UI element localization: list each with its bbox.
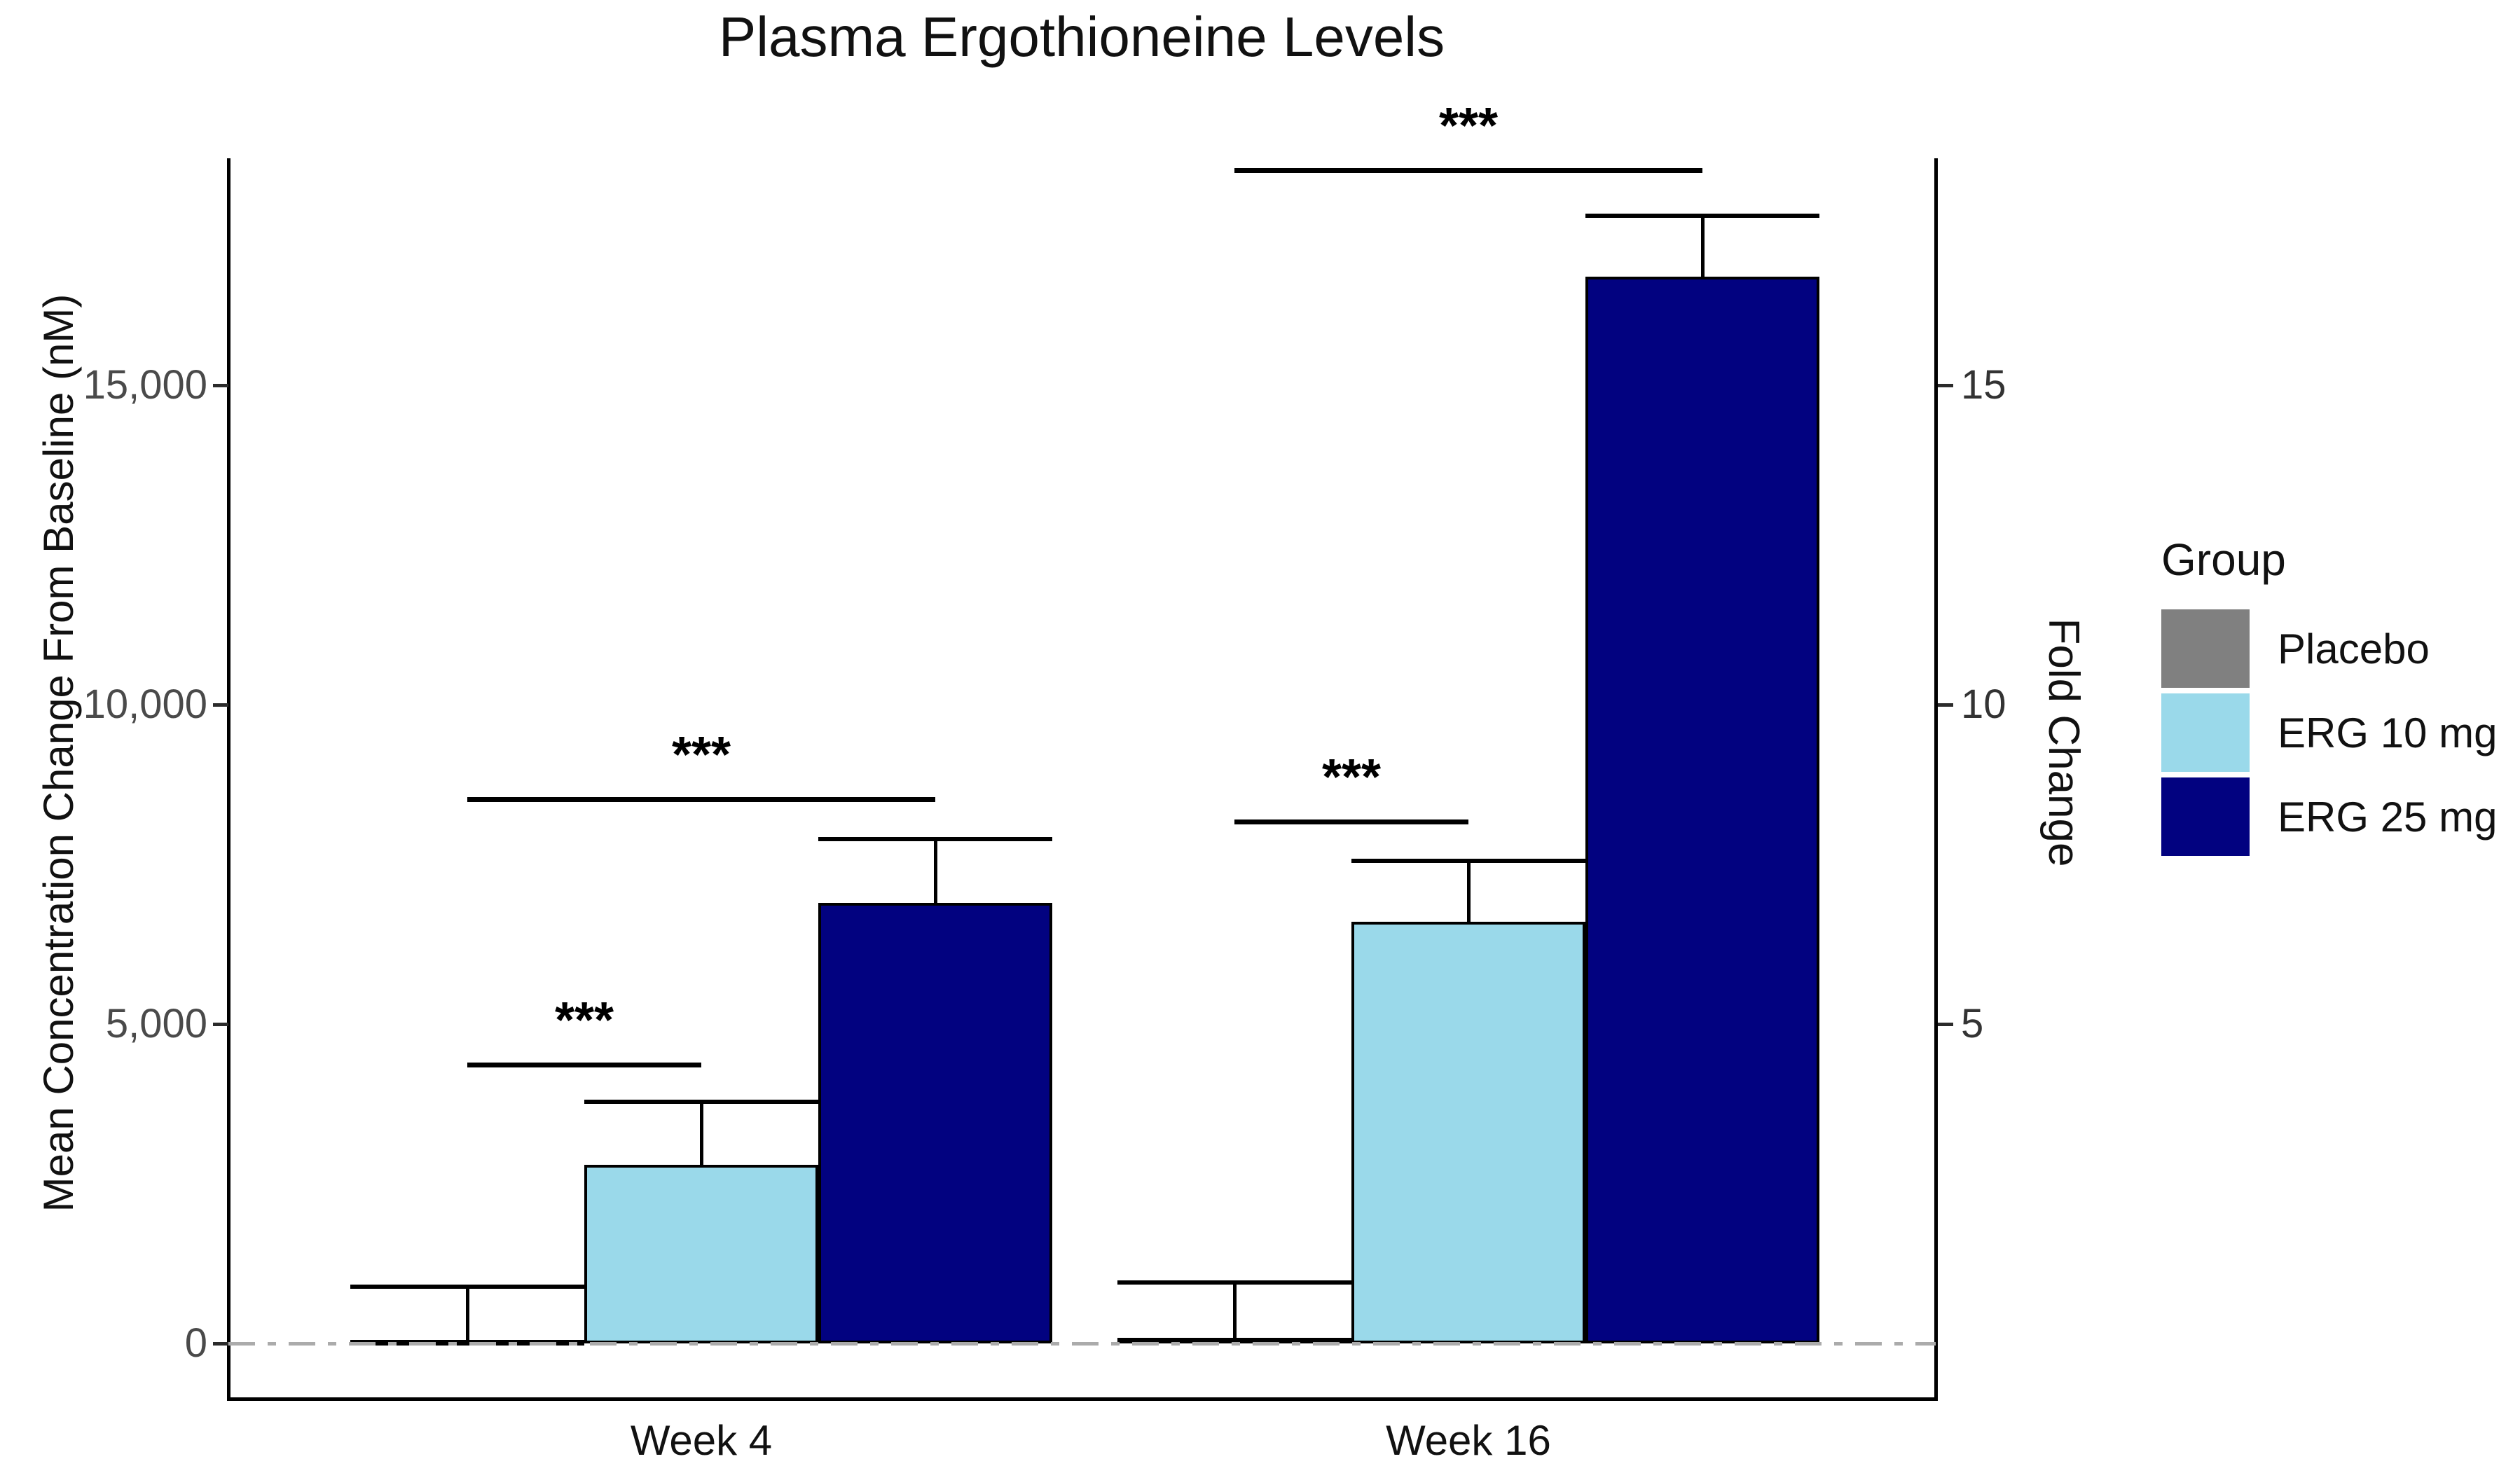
x-axis-label-week-4: Week 4 xyxy=(630,1417,773,1464)
significance-stars-3: *** xyxy=(1321,749,1382,805)
error-cap-week-16-placebo xyxy=(1117,1280,1351,1285)
legend-title: Group xyxy=(2161,534,2286,585)
chart-title: Plasma Ergothioneine Levels xyxy=(718,6,1445,68)
error-whisker-week-4-erg-25-mg xyxy=(934,839,937,903)
x-axis-label-week-16: Week 16 xyxy=(1386,1417,1551,1464)
y-tick-label-left-3: 15,000 xyxy=(83,362,207,408)
y-tick-label-left-0: 0 xyxy=(184,1320,207,1366)
zero-baseline xyxy=(228,1342,1936,1346)
y-tick-right-1 xyxy=(1938,703,1953,707)
significance-stars-2: *** xyxy=(671,727,731,783)
y-tick-left-0 xyxy=(213,1342,228,1346)
legend-swatch-erg-10-mg xyxy=(2161,693,2250,772)
y-tick-label-left-1: 5,000 xyxy=(105,1001,207,1046)
legend-swatch-erg-25-mg xyxy=(2161,777,2250,856)
legend-label-erg-25-mg: ERG 25 mg xyxy=(2278,793,2498,841)
y-tick-left-1 xyxy=(213,1023,228,1026)
error-whisker-week-4-erg-10-mg xyxy=(700,1102,703,1165)
bar-week-4-erg-25-mg xyxy=(818,903,1052,1343)
legend-swatch-placebo xyxy=(2161,609,2250,688)
error-whisker-week-4-placebo xyxy=(466,1287,469,1340)
y-tick-label-right-2: 15 xyxy=(1961,362,2006,408)
error-whisker-week-16-erg-25-mg xyxy=(1701,216,1705,277)
y-axis-label-right: Fold Change xyxy=(2039,618,2088,867)
y-tick-right-2 xyxy=(1938,384,1953,387)
y-tick-left-2 xyxy=(213,703,228,707)
error-cap-week-16-erg-10-mg xyxy=(1351,859,1585,863)
error-cap-week-16-erg-25-mg xyxy=(1585,214,1819,218)
bar-week-4-erg-10-mg xyxy=(584,1165,818,1343)
axis-line-right xyxy=(1934,158,1938,1401)
bar-week-16-erg-10-mg xyxy=(1351,922,1585,1343)
legend-item-erg-10-mg: ERG 10 mg xyxy=(2161,693,2520,772)
axis-line-left xyxy=(227,158,230,1401)
significance-stars-4: *** xyxy=(1438,98,1499,154)
bar-week-16-erg-25-mg xyxy=(1585,277,1819,1343)
y-tick-label-left-2: 10,000 xyxy=(83,682,207,727)
significance-bracket-2 xyxy=(467,797,935,802)
error-whisker-week-16-erg-10-mg xyxy=(1467,861,1471,922)
error-cap-week-4-erg-25-mg xyxy=(818,837,1052,841)
legend-item-erg-25-mg: ERG 25 mg xyxy=(2161,777,2520,856)
significance-bracket-3 xyxy=(1234,819,1468,824)
legend-label-placebo: Placebo xyxy=(2278,625,2430,672)
y-tick-label-right-0: 5 xyxy=(1961,1001,1984,1046)
error-cap-week-4-erg-10-mg xyxy=(584,1100,818,1104)
y-axis-label-left: Mean Concentration Change From Baseline … xyxy=(35,293,82,1212)
error-cap-week-4-placebo xyxy=(350,1285,584,1289)
significance-bracket-4 xyxy=(1234,168,1702,173)
y-tick-left-3 xyxy=(213,384,228,387)
legend-item-placebo: Placebo xyxy=(2161,609,2520,688)
axis-line-bottom xyxy=(227,1397,1938,1401)
significance-stars-1: *** xyxy=(554,993,614,1049)
y-tick-right-0 xyxy=(1938,1023,1953,1026)
y-tick-label-right-1: 10 xyxy=(1961,682,2006,727)
legend-label-erg-10-mg: ERG 10 mg xyxy=(2278,709,2498,756)
error-whisker-week-16-placebo xyxy=(1233,1282,1237,1338)
significance-bracket-1 xyxy=(467,1063,701,1067)
